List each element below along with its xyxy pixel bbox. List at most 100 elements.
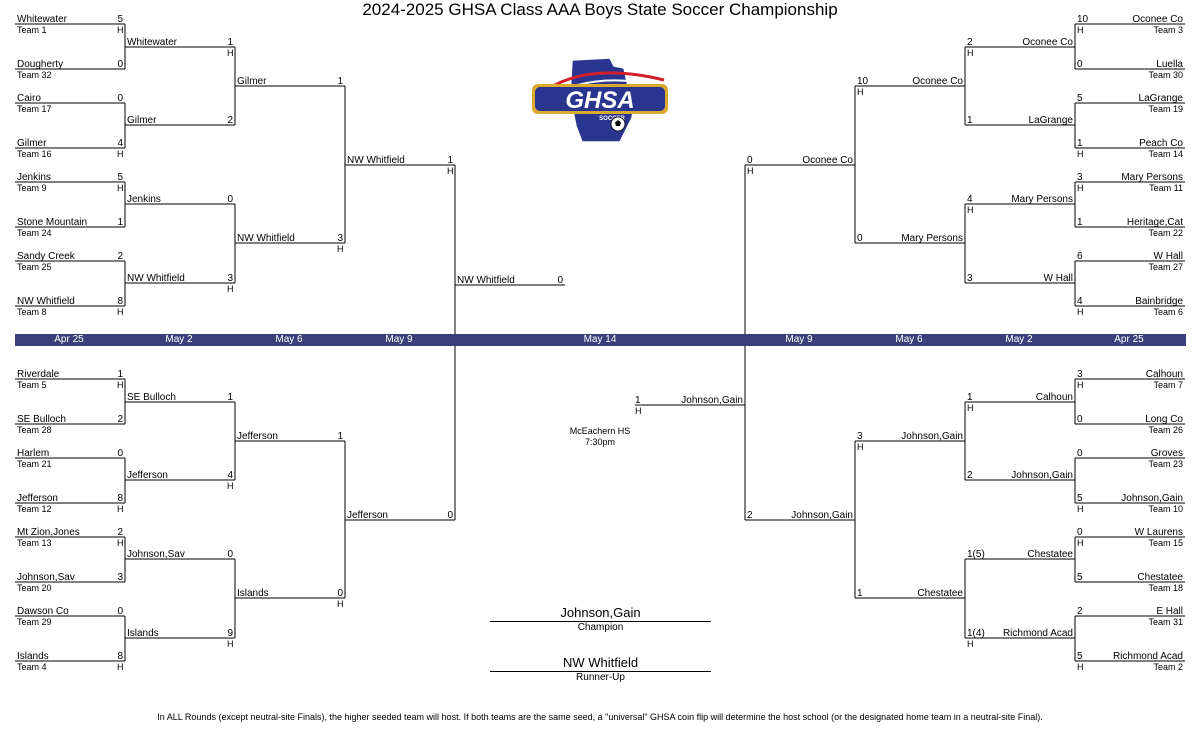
team-seed: Team 11 (1149, 183, 1183, 193)
host-marker: H (967, 403, 974, 413)
team-name: SE Bulloch (17, 414, 66, 425)
runner-up-name: NW Whitfield (562, 655, 639, 670)
team-name: Whitewater (17, 14, 68, 25)
team-name: Johnson,Gain (1011, 470, 1073, 481)
host-marker: H (117, 183, 124, 193)
team-name: Luella (1156, 59, 1183, 70)
host-marker: H (337, 599, 344, 609)
host-marker: H (1077, 662, 1084, 672)
team-score: 2 (747, 510, 753, 521)
team-seed: Team 21 (17, 459, 52, 469)
team-name: Riverdale (17, 369, 60, 380)
round-date: May 2 (165, 334, 193, 345)
team-name: Jenkins (17, 172, 51, 183)
team-score: 2 (1077, 606, 1083, 617)
team-score: 5 (117, 172, 123, 183)
team-name: Long Co (1145, 414, 1183, 425)
team-name: NW Whitfield (17, 296, 75, 307)
team-seed: Team 15 (1148, 538, 1183, 548)
team-score: 2 (117, 251, 123, 262)
team-name: Chestatee (1027, 549, 1073, 560)
team-score: 8 (117, 493, 123, 504)
team-seed: Team 24 (17, 228, 52, 238)
host-marker: H (857, 442, 864, 452)
team-score: 5 (1077, 93, 1083, 104)
team-name: NW Whitfield (347, 155, 405, 166)
footnote: In ALL Rounds (except neutral-site Final… (157, 712, 1043, 722)
team-name: Jefferson (17, 493, 58, 504)
team-score: 8 (117, 296, 123, 307)
team-name: Heritage,Cat (1126, 217, 1183, 228)
team-name: Richmond Acad (1112, 651, 1183, 662)
team-name: Islands (237, 588, 269, 599)
team-name: Chestatee (1137, 572, 1183, 583)
team-name: Calhoun (1145, 369, 1183, 380)
team-seed: Team 25 (17, 262, 52, 272)
round-date: May 6 (895, 334, 923, 345)
logo-subtext: SOCCER (599, 116, 625, 122)
team-name: Mt Zion,Jones (17, 527, 80, 538)
team-seed: Team 20 (17, 583, 52, 593)
team-seed: Team 3 (1153, 25, 1183, 35)
host-marker: H (447, 166, 454, 176)
team-score: 0 (227, 194, 233, 205)
team-score: 2 (967, 470, 973, 481)
team-score: 2 (227, 115, 233, 126)
host-marker: H (227, 284, 234, 294)
team-seed: Team 7 (1153, 380, 1183, 390)
team-score: 1 (857, 588, 863, 599)
team-name: Islands (127, 628, 159, 639)
team-seed: Team 9 (17, 183, 47, 193)
round-date: Apr 25 (1114, 334, 1144, 345)
team-name: NW Whitfield (127, 273, 185, 284)
round-date-bar (15, 334, 1186, 346)
team-seed: Team 23 (1148, 459, 1183, 469)
team-score: 1 (967, 115, 973, 126)
team-seed: Team 17 (17, 104, 52, 114)
round-date: May 14 (583, 334, 617, 345)
team-score: 0 (1077, 59, 1083, 70)
team-seed: Team 30 (1148, 70, 1183, 80)
team-score: 0 (117, 606, 123, 617)
host-marker: H (1077, 149, 1084, 159)
host-marker: H (117, 504, 124, 514)
team-name: Johnson,Gain (681, 395, 743, 406)
team-score: 2 (117, 527, 123, 538)
team-score: 1 (117, 217, 123, 228)
team-name: Mary Persons (1121, 172, 1183, 183)
team-name: Mary Persons (1011, 194, 1073, 205)
team-name: W Hall (1153, 251, 1183, 262)
venue-time: 7:30pm (584, 437, 616, 447)
host-marker: H (1077, 504, 1084, 514)
team-name: Johnson,Gain (901, 431, 963, 442)
team-score: 1 (967, 392, 973, 403)
team-name: Gilmer (17, 138, 47, 149)
team-name: E Hall (1156, 606, 1183, 617)
host-marker: H (337, 244, 344, 254)
team-name: LaGrange (1138, 93, 1183, 104)
team-name: Johnson,Gain (791, 510, 853, 521)
team-name: Gilmer (127, 115, 157, 126)
runner-up-label: Runner-Up (576, 672, 625, 683)
host-marker: H (1077, 307, 1084, 317)
host-marker: H (117, 149, 124, 159)
team-seed: Team 1 (17, 25, 47, 35)
team-seed: Team 13 (17, 538, 52, 548)
team-name: Stone Mountain (17, 217, 88, 228)
team-seed: Team 5 (17, 380, 47, 390)
host-marker: H (857, 87, 864, 97)
team-name: Harlem (17, 448, 50, 459)
team-score: 1 (117, 369, 123, 380)
round-date: Apr 25 (54, 334, 84, 345)
team-score: 9 (227, 628, 233, 639)
team-score: 0 (227, 549, 233, 560)
venue-name: McEachern HS (569, 426, 631, 436)
team-score: 0 (747, 155, 753, 166)
round-date: May 6 (275, 334, 303, 345)
round-date: May 9 (385, 334, 413, 345)
team-score: 1 (337, 431, 343, 442)
runner-up-box: NW Whitfield Runner-Up (490, 656, 711, 683)
team-score: 0 (557, 275, 563, 286)
team-name: Chestatee (917, 588, 963, 599)
team-name: Groves (1150, 448, 1183, 459)
